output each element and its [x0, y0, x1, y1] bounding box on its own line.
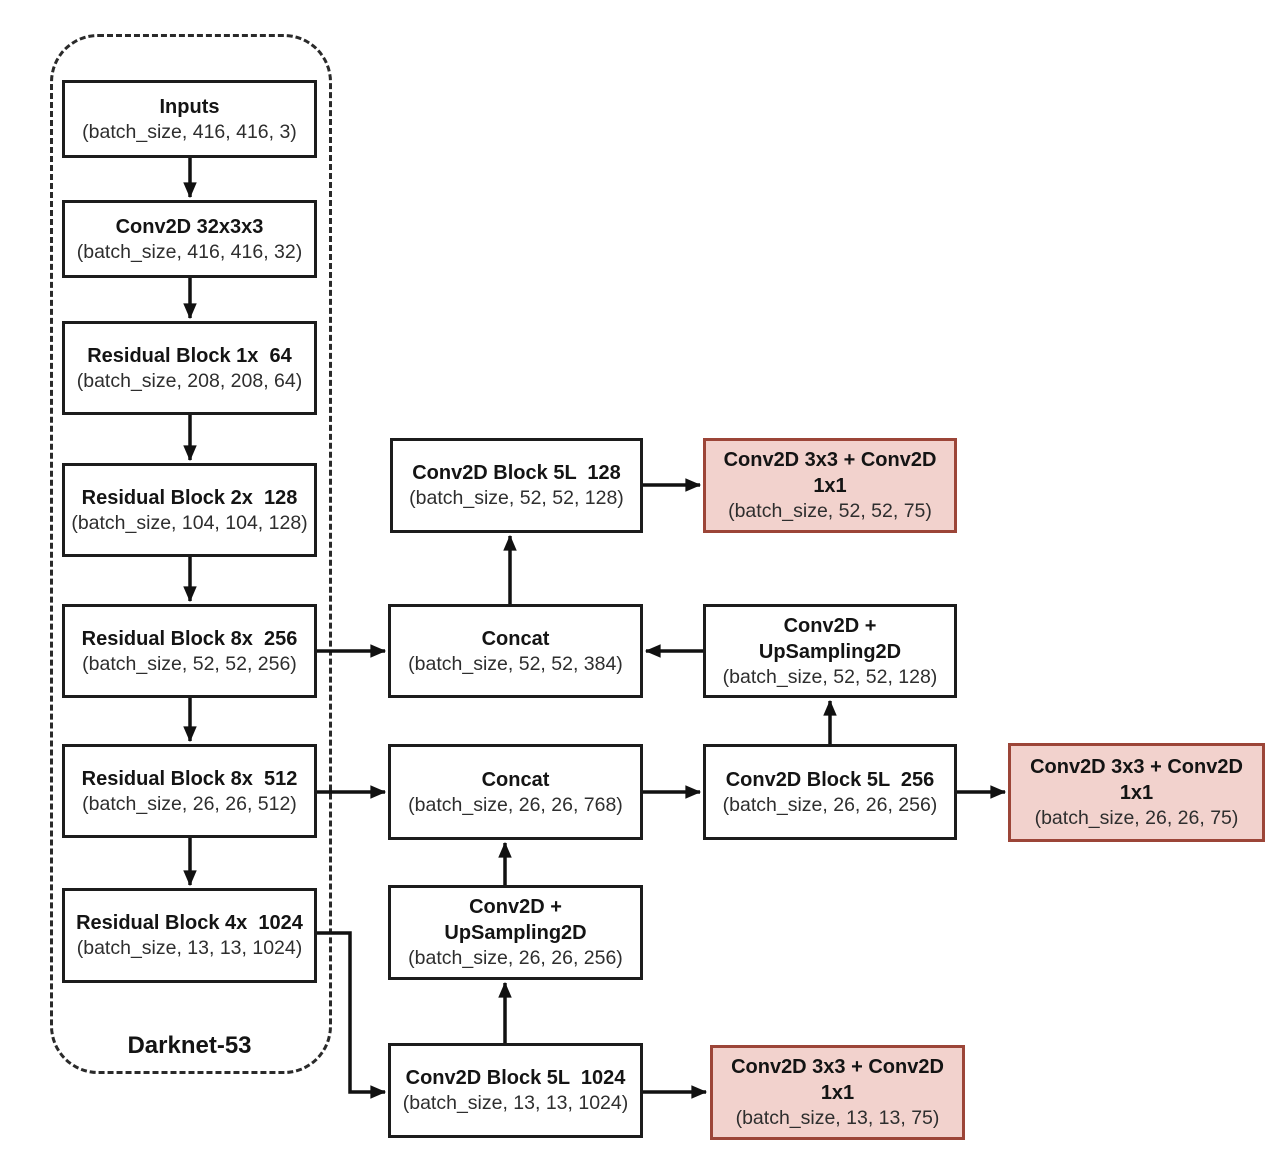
node-title: Inputs: [159, 95, 220, 118]
node-shape: (batch_size, 26, 26, 768): [408, 793, 623, 816]
node-shape: (batch_size, 416, 416, 32): [76, 240, 303, 263]
node-conv2d-block-5l-1024: Conv2D Block 5L 1024 (batch_size, 13, 13…: [388, 1043, 643, 1138]
darknet53-backbone-frame: [50, 34, 332, 1074]
node-title: Conv2D Block 5L 1024: [405, 1067, 626, 1089]
node-title: Conv2D 3x3 + Conv2D 1x1: [731, 1056, 950, 1104]
node-residual-block-8x-512: Residual Block 8x 512 (batch_size, 26, 2…: [62, 744, 317, 838]
node-shape: (batch_size, 52, 52, 75): [728, 500, 932, 522]
node-shape: (batch_size, 52, 52, 128): [722, 665, 938, 688]
node-title: Conv2D 32x3x3: [115, 215, 264, 238]
node-title: Conv2D 3x3 + Conv2D 1x1: [723, 449, 942, 497]
node-detection-head-13: Conv2D 3x3 + Conv2D 1x1 (batch_size, 13,…: [710, 1045, 965, 1140]
node-title: Conv2D + UpSampling2D: [444, 896, 587, 944]
node-shape: (batch_size, 52, 52, 256): [82, 652, 297, 675]
darknet53-label: Darknet-53: [127, 1032, 252, 1059]
node-title: Concat: [481, 768, 550, 791]
node-title: Concat: [481, 627, 550, 650]
node-residual-block-2x-128: Residual Block 2x 128 (batch_size, 104, …: [62, 463, 317, 557]
node-shape: (batch_size, 26, 26, 75): [1034, 807, 1239, 829]
node-shape: (batch_size, 416, 416, 3): [82, 120, 297, 143]
node-title: Conv2D + UpSampling2D: [758, 614, 902, 663]
node-title: Residual Block 1x 64: [87, 344, 292, 367]
edge-res4-to-block5l1024: [317, 931, 387, 1099]
node-shape: (batch_size, 208, 208, 64): [76, 369, 303, 392]
node-conv2d-32x3x3: Conv2D 32x3x3 (batch_size, 416, 416, 32): [62, 200, 317, 278]
node-conv2d-block-5l-256: Conv2D Block 5L 256 (batch_size, 26, 26,…: [703, 744, 957, 840]
node-shape: (batch_size, 52, 52, 128): [409, 487, 624, 509]
node-residual-block-1x-64: Residual Block 1x 64 (batch_size, 208, 2…: [62, 321, 317, 415]
node-shape: (batch_size, 13, 13, 1024): [402, 1092, 629, 1114]
node-title: Residual Block 2x 128: [81, 486, 298, 509]
node-detection-head-52: Conv2D 3x3 + Conv2D 1x1 (batch_size, 52,…: [703, 438, 957, 533]
node-conv2d-upsampling2d-52: Conv2D + UpSampling2D (batch_size, 52, 5…: [703, 604, 957, 698]
node-shape: (batch_size, 26, 26, 256): [722, 793, 938, 816]
node-shape: (batch_size, 13, 13, 1024): [76, 937, 303, 959]
node-conv2d-upsampling2d-26: Conv2D + UpSampling2D (batch_size, 26, 2…: [388, 885, 643, 980]
node-concat-26: Concat (batch_size, 26, 26, 768): [388, 744, 643, 840]
node-title: Residual Block 4x 1024: [76, 912, 303, 934]
node-inputs: Inputs (batch_size, 416, 416, 3): [62, 80, 317, 158]
node-shape: (batch_size, 26, 26, 256): [408, 947, 623, 969]
node-residual-block-8x-256: Residual Block 8x 256 (batch_size, 52, 5…: [62, 604, 317, 698]
node-title: Conv2D 3x3 + Conv2D 1x1: [1030, 756, 1249, 804]
node-title: Conv2D Block 5L 128: [412, 462, 621, 484]
node-concat-52: Concat (batch_size, 52, 52, 384): [388, 604, 643, 698]
node-title: Residual Block 8x 256: [81, 627, 298, 650]
node-shape: (batch_size, 26, 26, 512): [82, 792, 297, 815]
node-shape: (batch_size, 104, 104, 128): [71, 511, 308, 534]
node-shape: (batch_size, 52, 52, 384): [408, 652, 623, 675]
node-shape: (batch_size, 13, 13, 75): [735, 1107, 940, 1129]
node-title: Conv2D Block 5L 256: [725, 768, 935, 791]
node-residual-block-4x-1024: Residual Block 4x 1024 (batch_size, 13, …: [62, 888, 317, 983]
node-conv2d-block-5l-128: Conv2D Block 5L 128 (batch_size, 52, 52,…: [390, 438, 643, 533]
node-detection-head-26: Conv2D 3x3 + Conv2D 1x1 (batch_size, 26,…: [1008, 743, 1265, 842]
node-title: Residual Block 8x 512: [81, 767, 298, 790]
